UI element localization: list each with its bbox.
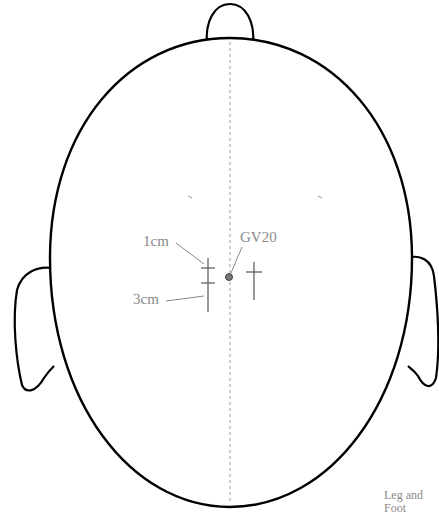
text-label: GV20 [240,229,277,246]
leader-line [166,296,204,301]
measure-bracket [253,262,254,300]
measure-tick [246,271,262,272]
reference-tick [318,196,322,198]
head-outline [50,38,412,507]
left-ear [15,268,54,391]
leader-line [176,243,204,264]
measure-tick [201,282,215,283]
reference-tick [188,196,192,198]
text-label: Leg and Foot [384,489,434,515]
leader-line [231,247,242,273]
text-label: 1cm [143,233,169,250]
acupoint-dot [226,274,233,281]
text-label: 3cm [133,291,159,308]
midline [230,42,231,504]
measure-tick [201,267,215,268]
measure-bracket [207,258,208,312]
